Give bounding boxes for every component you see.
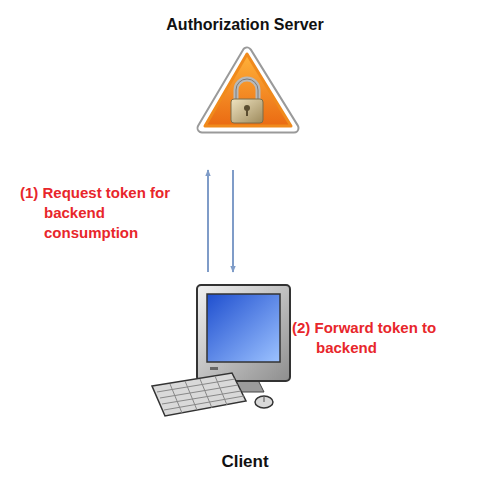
- computer-icon: [140, 272, 350, 478]
- step-label: (2) Forward token to backend: [292, 318, 472, 358]
- node-heading: Authorization Server: [150, 16, 340, 34]
- step-label: (1) Request token for backend consumptio…: [20, 183, 172, 243]
- flow-arrow: [207, 170, 209, 272]
- node-heading: Client: [140, 452, 350, 472]
- client-node: Client: [140, 272, 350, 478]
- server-node: Authorization Server: [150, 6, 340, 170]
- flow-arrow: [232, 170, 234, 272]
